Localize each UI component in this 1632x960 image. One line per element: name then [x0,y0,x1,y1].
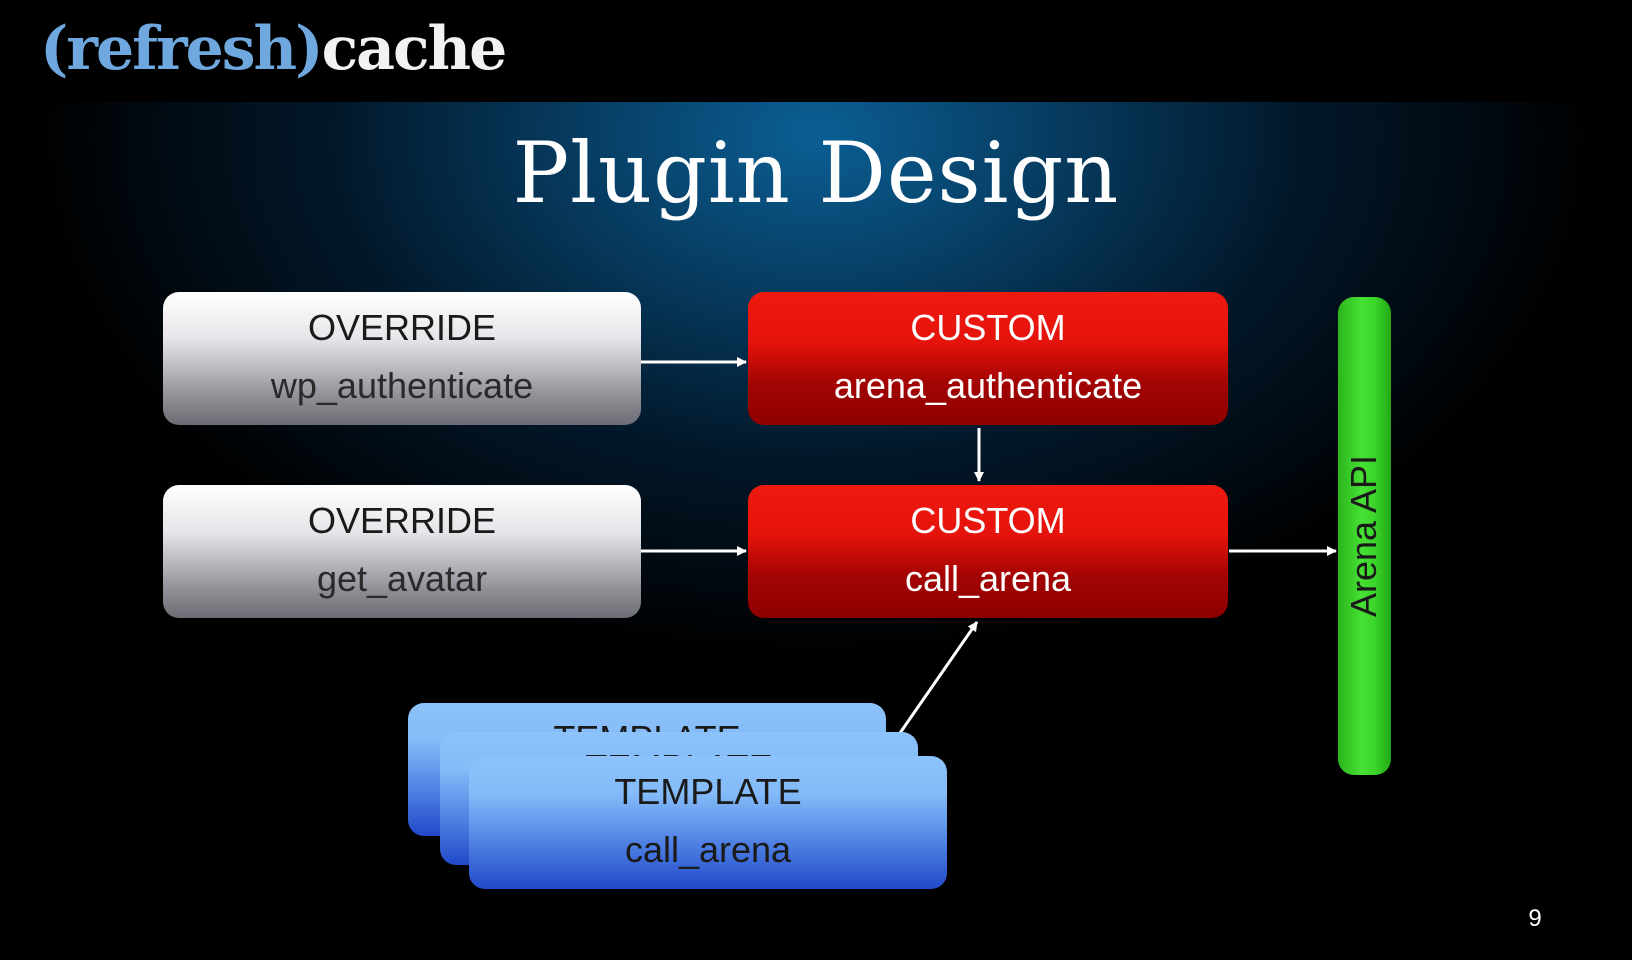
logo-part-refresh: (refresh) [40,14,324,84]
logo: (refresh)cache [40,8,508,90]
box-kind-label: OVERRIDE [307,307,497,348]
override-get-avatar-box: OVERRIDE get_avatar [163,485,641,618]
override-wp-authenticate-box: OVERRIDE wp_authenticate [163,292,641,425]
custom-arena-authenticate-box: CUSTOM arena_authenticate [748,292,1228,425]
arena-api-label: Arena API [1343,454,1384,618]
box-function-label: call_arena [624,829,792,870]
box-kind-label: TEMPLATE [614,771,802,812]
box-function-label: arena_authenticate [833,365,1143,406]
arena-api-bar: Arena API [1338,297,1391,775]
arrow-template-to-call-arena [898,621,979,734]
page-number: 9 [1528,905,1542,932]
logo-part-cache: cache [321,14,508,84]
box-function-label: wp_authenticate [270,365,534,406]
box-kind-label: CUSTOM [910,307,1066,348]
box-kind-label: CUSTOM [910,500,1066,541]
box-function-label: call_arena [904,558,1072,599]
slide-title: Plugin Design [512,124,1120,222]
box-kind-label: OVERRIDE [307,500,497,541]
custom-call-arena-box: CUSTOM call_arena [748,485,1228,618]
box-function-label: get_avatar [316,558,488,599]
header-bar: (refresh)cache [0,0,1632,102]
template-call-arena-box: TEMPLATE call_arena [469,756,947,889]
